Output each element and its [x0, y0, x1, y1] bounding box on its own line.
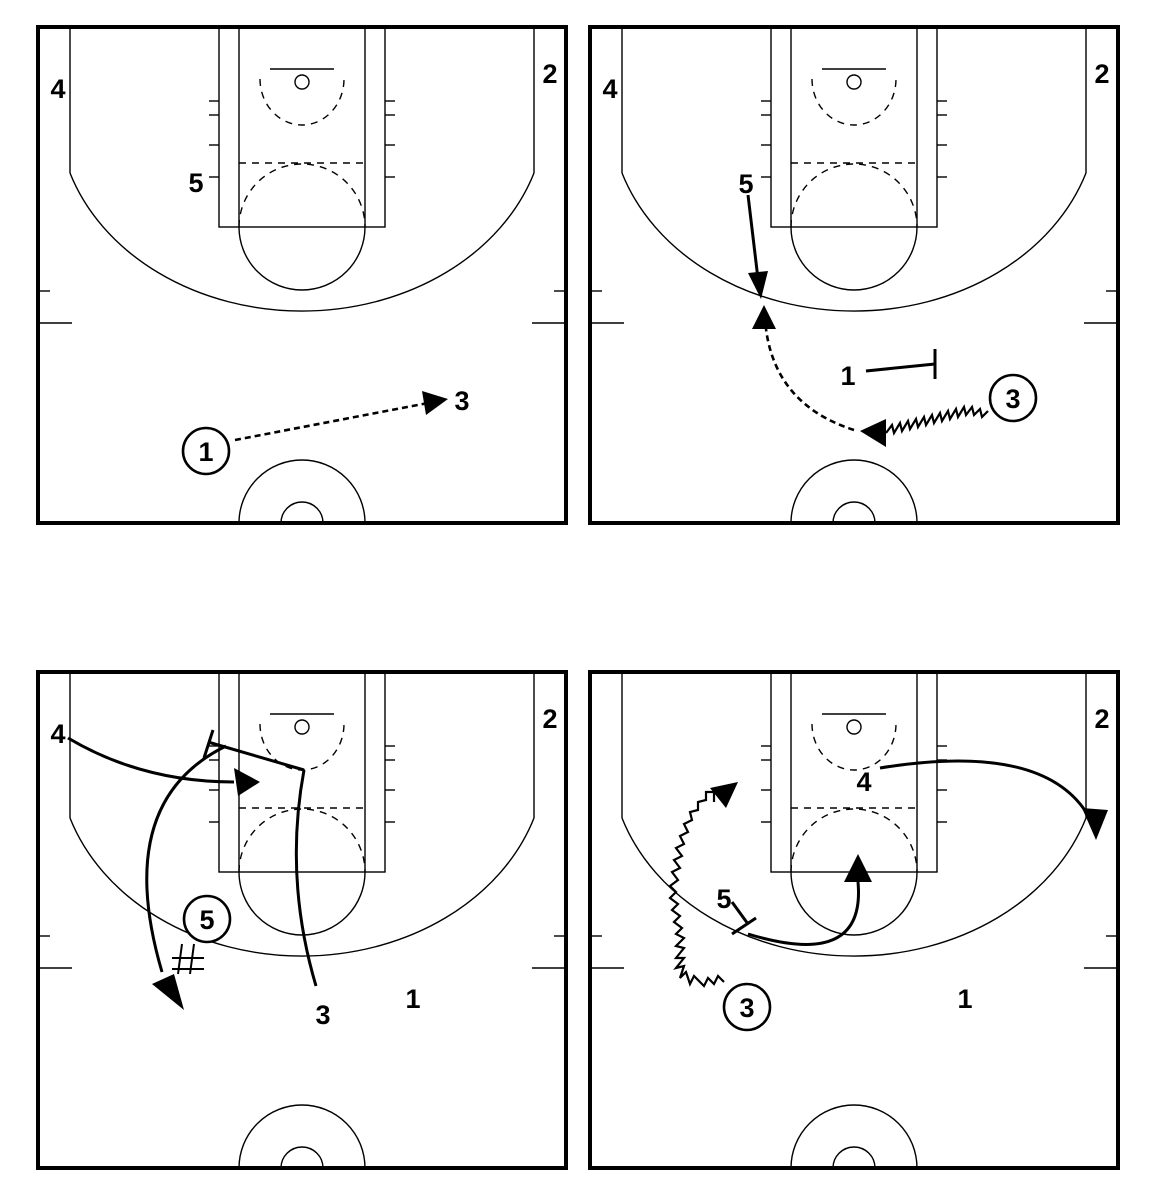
dribble-arrowhead: [710, 782, 738, 808]
cut-arrowhead: [748, 271, 768, 299]
player-1: 1: [840, 361, 855, 391]
pass-arrowhead: [422, 391, 448, 415]
ball-handler-ring: [988, 373, 1038, 423]
screen-5-bar: [731, 916, 757, 936]
player-2: 2: [1094, 704, 1109, 734]
player-4: 4: [50, 719, 65, 749]
player-5: 5: [188, 168, 203, 198]
ball-handler-ring: [181, 426, 231, 476]
cut-5-line: [145, 744, 227, 973]
court-panel-2: [588, 25, 1120, 525]
player-5: 5: [716, 884, 731, 914]
screen-1-line: [865, 362, 936, 373]
cut-4-line: [879, 759, 1088, 813]
player-1: 1: [957, 984, 972, 1014]
player-3: 3: [1005, 384, 1020, 414]
player-3: 3: [315, 1000, 330, 1030]
cut-arrowhead: [844, 854, 872, 882]
player-4: 4: [50, 74, 65, 104]
dribble-3-line: [668, 790, 725, 988]
panel-1: 4 2 5 3 1: [36, 25, 568, 525]
handoff-mark: [189, 943, 195, 975]
player-4: 4: [856, 767, 871, 797]
player-5: 5: [738, 169, 753, 199]
player-1: 1: [405, 984, 420, 1014]
player-3: 3: [739, 993, 754, 1023]
cut-5-line: [747, 881, 860, 946]
court-panel-1: [36, 25, 568, 525]
player-2: 2: [542, 704, 557, 734]
panel-3: 4 2 5 3 1: [36, 670, 568, 1170]
cut-arrowhead: [234, 768, 260, 796]
player-4: 4: [602, 74, 617, 104]
cut-3-line: [294, 769, 318, 987]
panel-4: 2 4 5 3 1: [588, 670, 1120, 1170]
cut-arrowhead: [1082, 808, 1108, 840]
ball-handler-ring: [182, 894, 232, 944]
screen-5-line: [730, 901, 750, 925]
pass-1-to-3-arrow: [234, 401, 429, 442]
player-2: 2: [1094, 59, 1109, 89]
screen-3-bar: [202, 729, 215, 759]
pass-3-to-5-arrow: [764, 328, 855, 432]
dribble-arrowhead: [860, 419, 886, 447]
player-5: 5: [199, 905, 214, 935]
dribble-3-line: [885, 404, 989, 436]
handoff-mark: [177, 943, 183, 975]
cut-4-line: [67, 736, 235, 784]
player-1: 1: [198, 437, 213, 467]
panel-2: 4 2 5 1 3: [588, 25, 1120, 525]
pass-arrowhead: [752, 305, 776, 329]
cut-arrowhead: [152, 974, 184, 1010]
ball-handler-ring: [722, 982, 772, 1032]
cut-5-line: [746, 194, 760, 280]
player-2: 2: [542, 59, 557, 89]
player-3: 3: [454, 386, 469, 416]
